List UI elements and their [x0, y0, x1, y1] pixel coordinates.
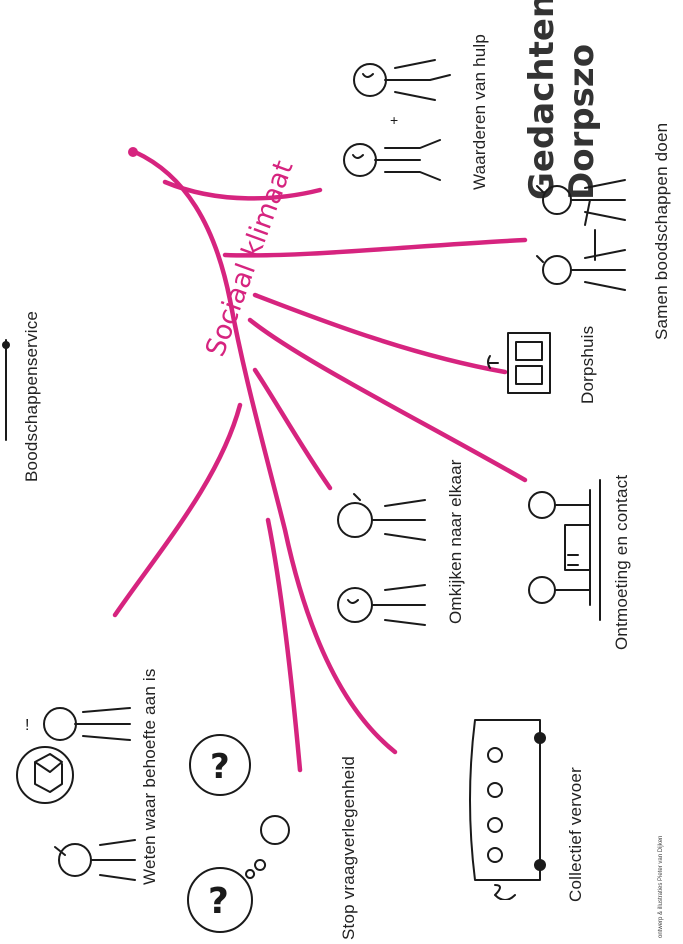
branch-origin-dot — [128, 147, 138, 157]
svg-text:+: + — [390, 112, 398, 128]
label-waarderen: Waarderen van hulp — [470, 33, 489, 190]
weten-people-icon: ! — [16, 707, 136, 881]
omkijken-people-icon — [337, 493, 426, 626]
svg-text:?: ? — [208, 881, 229, 922]
label-omkijken: Omkijken naar elkaar — [446, 459, 465, 624]
svg-text:!: ! — [25, 717, 29, 734]
branch-weten — [112, 402, 243, 618]
ontmoeting-people-icon — [528, 479, 601, 621]
credit-text: ontwerp & illustraties Pieter van Dijken — [658, 835, 664, 938]
dorpshuis-building-icon — [487, 332, 551, 394]
branch-waarderen — [162, 179, 323, 201]
svg-text:?: ? — [210, 747, 230, 787]
waarderen-people-icon: + — [343, 59, 451, 181]
branch-samen — [222, 237, 528, 258]
branch-dorpshuis — [252, 292, 508, 375]
collectief-vervoer-bus-icon — [469, 719, 546, 900]
label-vervoer: Collectief vervoer — [566, 767, 585, 902]
label-samen-boodschappen: Samen boodschappen doen — [652, 122, 671, 340]
branch-stop — [265, 517, 303, 773]
samen-boodschappen-people-icon — [536, 179, 626, 291]
label-dorpshuis: Dorpshuis — [578, 325, 597, 404]
main-trunk — [132, 149, 398, 755]
question-bubbles-icon: ? ? — [187, 734, 290, 933]
boodschappen-arrow-icon — [2, 339, 10, 441]
branch-omkijken — [252, 367, 333, 491]
branch-ontmoeting — [247, 317, 528, 483]
label-stop: Stop vraagverlegenheid — [339, 756, 358, 940]
